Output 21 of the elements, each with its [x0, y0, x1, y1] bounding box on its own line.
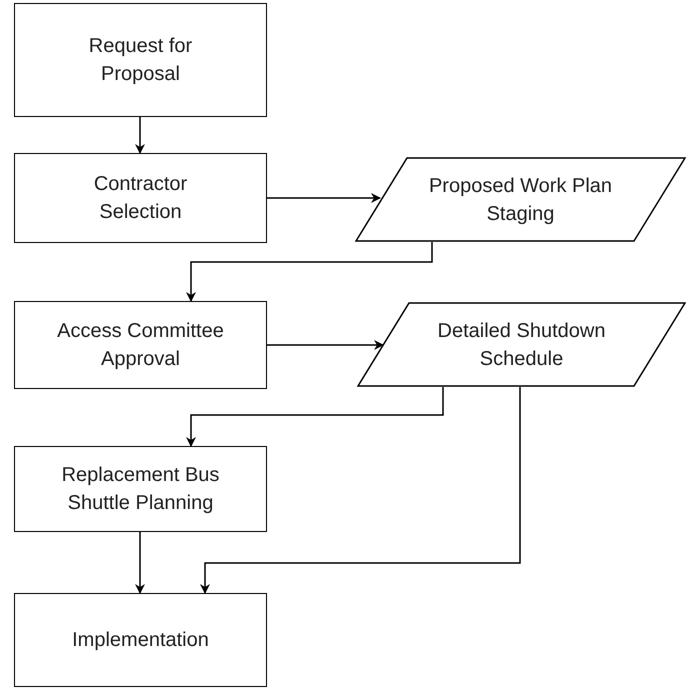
node-label: Detailed Shutdown Schedule: [436, 318, 606, 372]
arrow: [267, 340, 384, 350]
node-label: Access Committee Approval: [56, 319, 225, 372]
arrow: [267, 193, 381, 203]
node-label: Proposed Work Plan Staging: [428, 174, 614, 226]
data-parallelogram: [357, 302, 686, 387]
process-box: [14, 3, 267, 117]
arrow: [186, 242, 433, 302]
process-box: [14, 153, 267, 243]
arrow: [186, 387, 444, 447]
arrow: [135, 117, 145, 154]
arrow: [135, 532, 145, 594]
process-box: [14, 593, 267, 687]
node-label: Replacement Bus Shuttle Planning: [60, 463, 220, 516]
arrow: [200, 387, 521, 594]
node-label: Contractor Selection: [92, 172, 188, 225]
data-parallelogram: [355, 157, 686, 242]
process-box: [14, 301, 267, 389]
node-label: Request for Proposal: [88, 34, 194, 87]
node-label: Implementation: [71, 628, 210, 653]
process-box: [14, 446, 267, 532]
